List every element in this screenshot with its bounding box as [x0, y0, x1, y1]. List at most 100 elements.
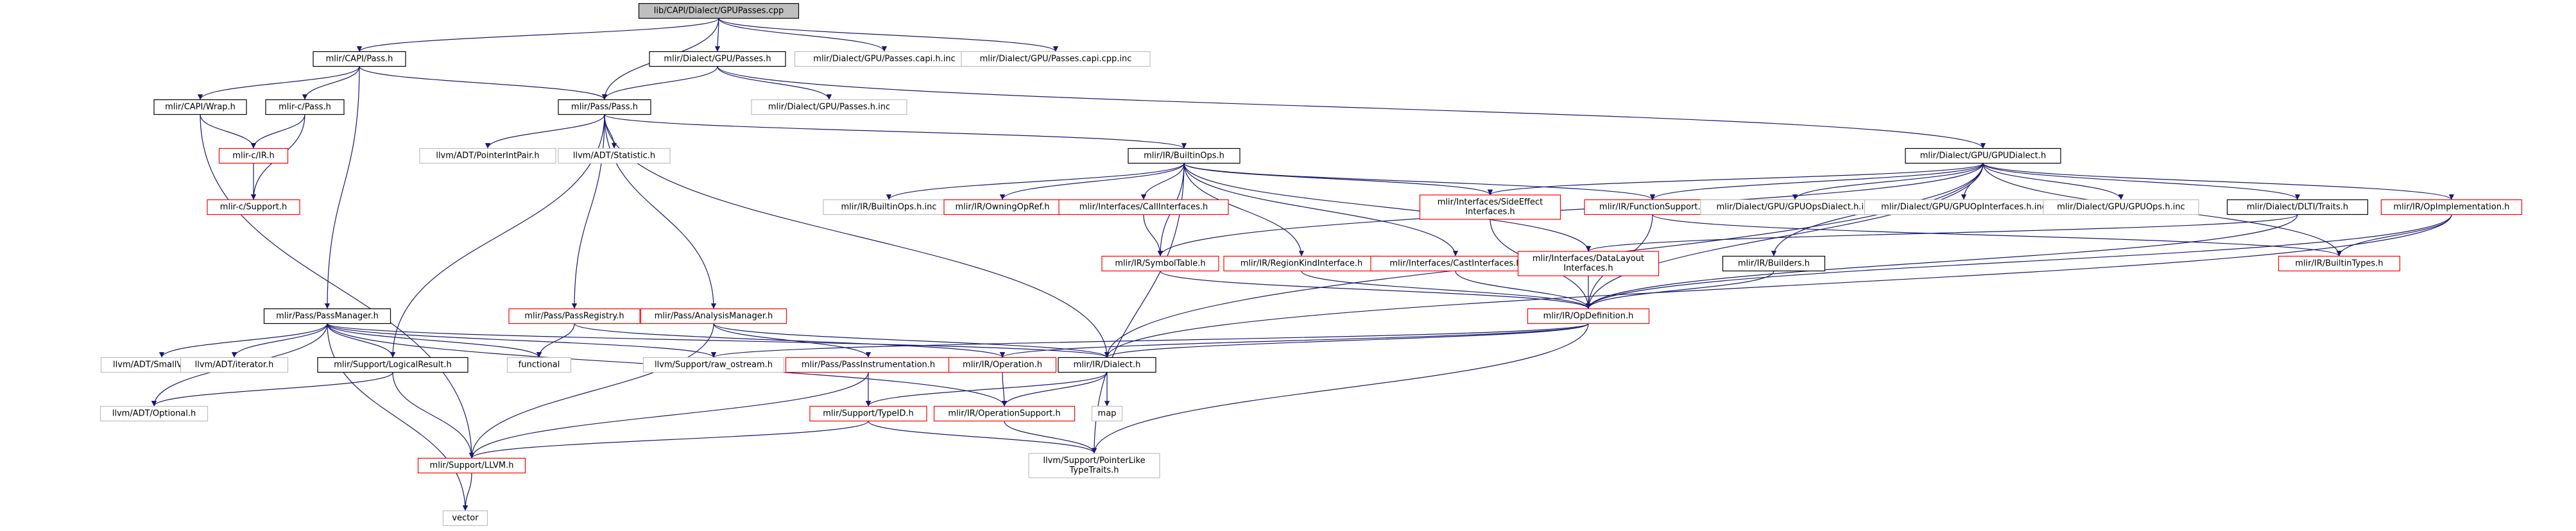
edge-support-llvm-to-vector	[462, 473, 472, 511]
node-label: llvm/ADT/PointerIntPair.h	[436, 151, 539, 161]
node-pass-pass[interactable]: mlir/Pass/Pass.h	[558, 99, 651, 115]
edge-capi-pass-to-pass-pass	[359, 66, 608, 100]
node-opimplementation[interactable]: mlir/IR/OpImplementation.h	[2380, 199, 2523, 215]
node-gpudialect[interactable]: mlir/Dialect/GPU/GPUDialect.h	[1905, 148, 2061, 164]
node-root[interactable]: lib/CAPI/Dialect/GPUPasses.cpp	[638, 3, 800, 19]
edge-dlti-traits-to-datalayout	[1586, 214, 2298, 252]
edge-passmanager-to-smallvector	[159, 323, 328, 358]
edge-ir-dialect-to-operationsupport	[1001, 372, 1108, 407]
node-symboltable[interactable]: mlir/IR/SymbolTable.h	[1101, 255, 1219, 272]
node-callinterfaces[interactable]: mlir/Interfaces/CallInterfaces.h	[1058, 199, 1229, 215]
node-castinterfaces[interactable]: mlir/Interfaces/CastInterfaces.h	[1370, 255, 1541, 272]
node-ir-builders[interactable]: mlir/IR/Builders.h	[1722, 255, 1826, 272]
node-capi-pass[interactable]: mlir/CAPI/Pass.h	[313, 51, 406, 67]
node-c-pass[interactable]: mlir-c/Pass.h	[265, 99, 345, 115]
node-label: Interfaces.h	[1563, 264, 1613, 273]
node-label: mlir/Pass/PassManager.h	[276, 312, 379, 321]
node-box	[506, 357, 572, 373]
edge-gpudialect-to-dlti-traits	[1982, 163, 2301, 200]
node-operationsupport[interactable]: mlir/IR/OperationSupport.h	[933, 405, 1076, 422]
edge-builtinops-to-castinterfaces	[1183, 163, 1459, 257]
edge-passregistry-to-functional	[536, 323, 575, 358]
node-label: mlir/Dialect/GPU/Passes.h	[664, 55, 771, 64]
node-label: mlir/Pass/PassInstrumentation.h	[802, 360, 935, 370]
node-builtinops[interactable]: mlir/IR/BuiltinOps.h	[1128, 148, 1241, 164]
edge-capi-wrap-to-c-ir	[200, 114, 257, 149]
node-opdefinition[interactable]: mlir/IR/OpDefinition.h	[1527, 308, 1650, 324]
node-label: mlir/Pass/Pass.h	[571, 103, 638, 112]
node-label: mlir/Dialect/GPU/GPUDialect.h	[1920, 151, 2047, 161]
edge-passmanager-to-adt-iterator	[231, 323, 328, 358]
node-passinstrumentation[interactable]: mlir/Pass/PassInstrumentation.h	[785, 357, 952, 373]
node-box	[933, 405, 1076, 422]
node-label: mlir/IR/FunctionSupport.h	[1599, 203, 1706, 212]
node-label: llvm/ADT/Optional.h	[112, 409, 196, 419]
node-builtintypes[interactable]: mlir/IR/BuiltinTypes.h	[2278, 255, 2401, 272]
edge-typeid-to-pointerliketypetraits	[868, 421, 1097, 454]
node-box	[153, 99, 247, 115]
edge-opimplementation-to-builtintypes	[2336, 214, 2452, 257]
edge-builtinops-to-owningopref	[999, 163, 1185, 200]
node-passes-capi-h: mlir/Dialect/GPU/Passes.capi.h.inc	[794, 51, 975, 67]
node-box	[558, 99, 651, 115]
node-label: mlir/Dialect/GPU/Passes.capi.h.inc	[813, 55, 955, 64]
node-passes-capi-cpp: mlir/Dialect/GPU/Passes.capi.cpp.inc	[961, 51, 1151, 67]
node-ir-dialect[interactable]: mlir/IR/Dialect.h	[1058, 357, 1156, 373]
node-label: mlir/IR/SymbolTable.h	[1115, 259, 1205, 269]
node-owningopref[interactable]: mlir/IR/OwningOpRef.h	[943, 199, 1061, 215]
node-regionkind[interactable]: mlir/IR/RegionKindInterface.h	[1223, 255, 1380, 272]
node-box	[313, 51, 406, 67]
edge-logicalresult-to-support-llvm	[392, 372, 475, 459]
node-label: mlir/IR/BuiltinOps.h.inc	[841, 203, 937, 212]
node-box	[961, 51, 1151, 67]
node-label: mlir-c/Support.h	[220, 203, 287, 212]
node-label: llvm/Support/PointerLike	[1043, 456, 1145, 466]
node-functionsupport[interactable]: mlir/IR/FunctionSupport.h	[1584, 199, 1721, 215]
node-box	[1905, 148, 2061, 164]
node-label: mlir/IR/BuiltinOps.h	[1144, 151, 1224, 161]
edge-gpudialect-to-gpuops-inc	[1982, 163, 2124, 200]
nodes-layer: lib/CAPI/Dialect/GPUPasses.cpp mlir/CAPI/…	[99, 3, 2523, 527]
node-vector: vector	[442, 510, 488, 527]
edge-passmanager-to-functional	[327, 323, 542, 358]
node-dlti-traits[interactable]: mlir/Dialect/DLTI/Traits.h	[2226, 199, 2369, 215]
edge-builtinops-to-callinterfaces	[1140, 163, 1185, 200]
edge-root-to-passes-capi-h	[718, 18, 888, 52]
edge-capi-pass-to-passmanager	[324, 66, 360, 309]
node-logicalresult[interactable]: mlir/Support/LogicalResult.h	[317, 357, 468, 373]
edge-root-to-capi-pass	[356, 17, 719, 53]
node-gpu-passes[interactable]: mlir/Dialect/GPU/Passes.h	[649, 51, 786, 67]
edge-gpu-passes-to-pass-pass	[601, 66, 718, 100]
node-label: mlir/IR/Dialect.h	[1074, 360, 1141, 370]
node-c-support[interactable]: mlir-c/Support.h	[207, 199, 300, 215]
node-label: mlir/Dialect/GPU/GPUOpInterfaces.h.inc	[1881, 203, 2047, 212]
edge-ir-builders-to-opdefinition	[1585, 271, 1774, 309]
node-typeid[interactable]: mlir/Support/TypeID.h	[809, 405, 927, 422]
node-adt-optional: llvm/ADT/Optional.h	[99, 405, 209, 422]
node-box	[642, 357, 785, 373]
node-label: mlir/Interfaces/CallInterfaces.h	[1079, 203, 1208, 212]
node-label: map	[1098, 409, 1117, 419]
node-box	[1722, 255, 1826, 272]
edge-opimplementation-to-opdefinition	[1585, 214, 2452, 309]
node-analysismanager[interactable]: mlir/Pass/AnalysisManager.h	[640, 308, 787, 324]
node-ir-operation[interactable]: mlir/IR/Operation.h	[948, 357, 1057, 373]
node-label: mlir/Dialect/GPU/GPUOps.h.inc	[2057, 203, 2185, 212]
node-box	[1101, 255, 1219, 272]
node-capi-wrap[interactable]: mlir/CAPI/Wrap.h	[153, 99, 247, 115]
node-box	[1058, 357, 1156, 373]
node-label: mlir/IR/BuiltinTypes.h	[2295, 259, 2383, 269]
node-passregistry[interactable]: mlir/Pass/PassRegistry.h	[508, 308, 640, 324]
edge-passinstrumentation-to-support-llvm	[468, 372, 869, 459]
node-label: mlir/IR/OpImplementation.h	[2394, 203, 2510, 212]
node-box	[417, 457, 526, 474]
edge-pass-pass-to-analysismanager	[604, 114, 717, 309]
node-passmanager[interactable]: mlir/Pass/PassManager.h	[263, 308, 391, 324]
edge-passmanager-to-raw-ostream	[327, 323, 717, 358]
edge-opdefinition-to-pointerliketypetraits	[1091, 323, 1589, 454]
node-support-llvm[interactable]: mlir/Support/LLVM.h	[417, 457, 526, 474]
node-c-ir[interactable]: mlir-c/IR.h	[218, 148, 289, 164]
edge-logicalresult-to-adt-optional	[151, 372, 393, 407]
